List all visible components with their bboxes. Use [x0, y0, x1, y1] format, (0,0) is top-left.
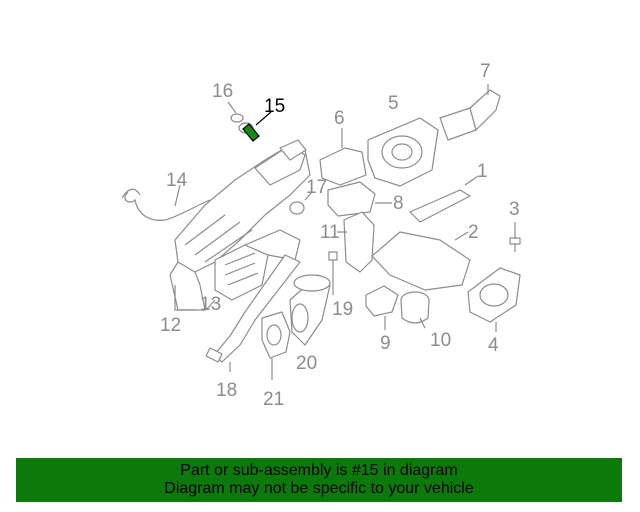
label-8: 8: [393, 193, 404, 214]
part-14-wire-harness[interactable]: [121, 184, 211, 221]
label-9: 9: [380, 333, 391, 354]
label-21: 21: [263, 389, 284, 410]
part-5-housing[interactable]: [367, 117, 439, 187]
label-18: 18: [216, 380, 237, 401]
banner-line-2: Diagram may not be specific to your vehi…: [164, 480, 474, 497]
label-13: 13: [200, 294, 221, 315]
label-2: 2: [468, 222, 479, 243]
part-19-bracket[interactable]: [328, 251, 338, 295]
label-4: 4: [488, 335, 499, 356]
part-20-boot[interactable]: [289, 274, 331, 346]
label-20: 20: [296, 353, 317, 374]
label-5: 5: [388, 93, 399, 114]
part-21-plate[interactable]: [261, 311, 291, 380]
part-15-highlighted[interactable]: [238, 111, 272, 142]
label-10: 10: [430, 330, 451, 351]
banner-line-1: Part or sub-assembly is #15 in diagram: [180, 462, 458, 479]
parts-diagram: 16 15 7 5 6 1 14 17 8 3 2 11 13 19 12 9 …: [121, 61, 521, 410]
label-15: 15: [264, 96, 285, 117]
label-1: 1: [477, 161, 488, 182]
label-17: 17: [306, 177, 327, 198]
part-13-assembly[interactable]: [214, 229, 301, 301]
part-3-bolt[interactable]: [509, 222, 521, 252]
part-9-sensor[interactable]: [365, 285, 399, 330]
label-14: 14: [166, 170, 188, 191]
part-10-ring[interactable]: [400, 291, 430, 329]
steering-column-body[interactable]: [169, 139, 311, 311]
label-6: 6: [334, 108, 345, 129]
part-17-nut[interactable]: [289, 191, 313, 215]
label-7: 7: [480, 61, 491, 82]
label-3: 3: [509, 199, 520, 220]
part-4-cover[interactable]: [467, 267, 521, 332]
part-18-shaft[interactable]: [205, 254, 301, 372]
label-16: 16: [212, 81, 233, 102]
label-11: 11: [320, 222, 340, 243]
leader-12: [174, 285, 216, 311]
info-banner: Part or sub-assembly is #15 in diagram D…: [16, 458, 622, 502]
part-7-stalk[interactable]: [439, 84, 501, 141]
part-1-trim[interactable]: [409, 175, 479, 223]
label-19: 19: [332, 299, 353, 320]
part-11-lock[interactable]: [337, 211, 375, 273]
part-2-shroud[interactable]: [371, 231, 471, 291]
part-6-switch[interactable]: [319, 128, 367, 186]
part-16-washer[interactable]: [227, 101, 244, 123]
part-8-module[interactable]: [327, 181, 392, 217]
label-12: 12: [160, 315, 181, 336]
